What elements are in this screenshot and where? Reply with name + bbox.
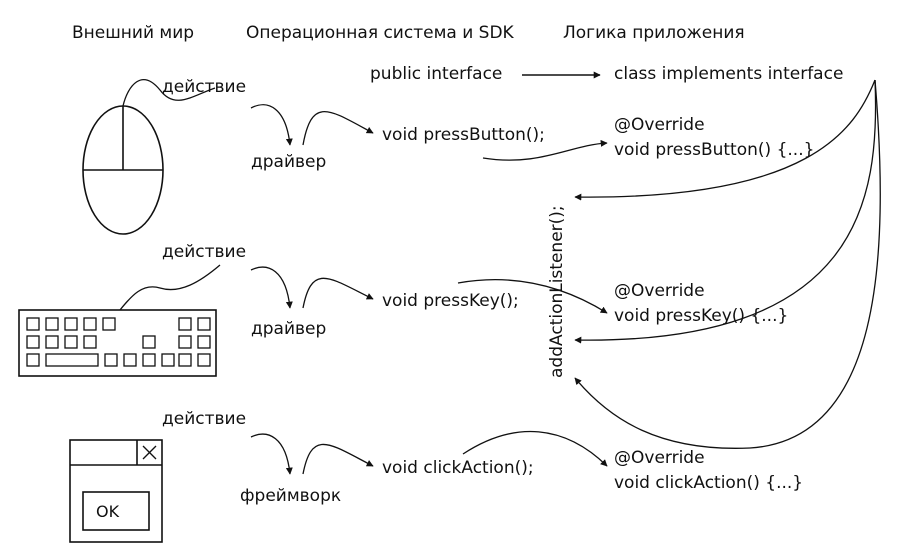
row3-method-label: void clickAction(); <box>382 458 534 478</box>
mouse-icon <box>82 105 164 235</box>
ok-button-label: OK <box>96 502 120 521</box>
listener-curve-3 <box>574 79 881 449</box>
mouse-cable <box>122 79 216 107</box>
listener-curve-1 <box>574 79 876 201</box>
header-os-sdk: Операционная система и SDK <box>246 23 515 43</box>
header-external-world: Внешний мир <box>72 23 194 43</box>
header-app-logic: Логика приложения <box>563 23 745 43</box>
row2-override-label: @Override <box>614 281 705 301</box>
row1-layer-label: драйвер <box>251 152 326 172</box>
ok-button <box>82 491 150 531</box>
row2-action-arrow <box>250 266 293 309</box>
keyboard-icon <box>18 309 217 377</box>
row3-action-label: действие <box>162 409 246 429</box>
add-action-listener-label: addActionListener(); <box>547 205 567 378</box>
row1-method-arrow <box>482 139 608 161</box>
row3-override-label: @Override <box>614 448 705 468</box>
row1-method-label: void pressButton(); <box>382 125 545 145</box>
row2-impl-label: void pressKey() {...} <box>614 306 788 326</box>
row1-layer-arrow <box>302 110 374 146</box>
row1-action-label: действие <box>162 77 246 97</box>
window-icon: OK <box>69 439 163 543</box>
row3-method-arrow <box>462 430 608 467</box>
public-interface-label: public interface <box>370 64 502 84</box>
row2-method-arrow <box>457 279 608 314</box>
row3-action-arrow <box>250 433 293 475</box>
row1-impl-label: void pressButton() {...} <box>614 140 814 160</box>
row3-layer-label: фреймворк <box>240 486 341 506</box>
row2-layer-arrow <box>302 277 374 309</box>
row1-action-arrow <box>250 104 293 146</box>
row3-impl-label: void clickAction() {...} <box>614 473 803 493</box>
row2-method-label: void pressKey(); <box>382 291 519 311</box>
class-implements-label: class implements interface <box>614 64 843 84</box>
row1-override-label: @Override <box>614 115 705 135</box>
row2-layer-label: драйвер <box>251 319 326 339</box>
listener-curve-2 <box>574 79 877 344</box>
close-icon <box>142 445 157 460</box>
row2-action-label: действие <box>162 242 246 262</box>
row3-layer-arrow <box>302 443 374 475</box>
keyboard-cable <box>119 264 221 311</box>
